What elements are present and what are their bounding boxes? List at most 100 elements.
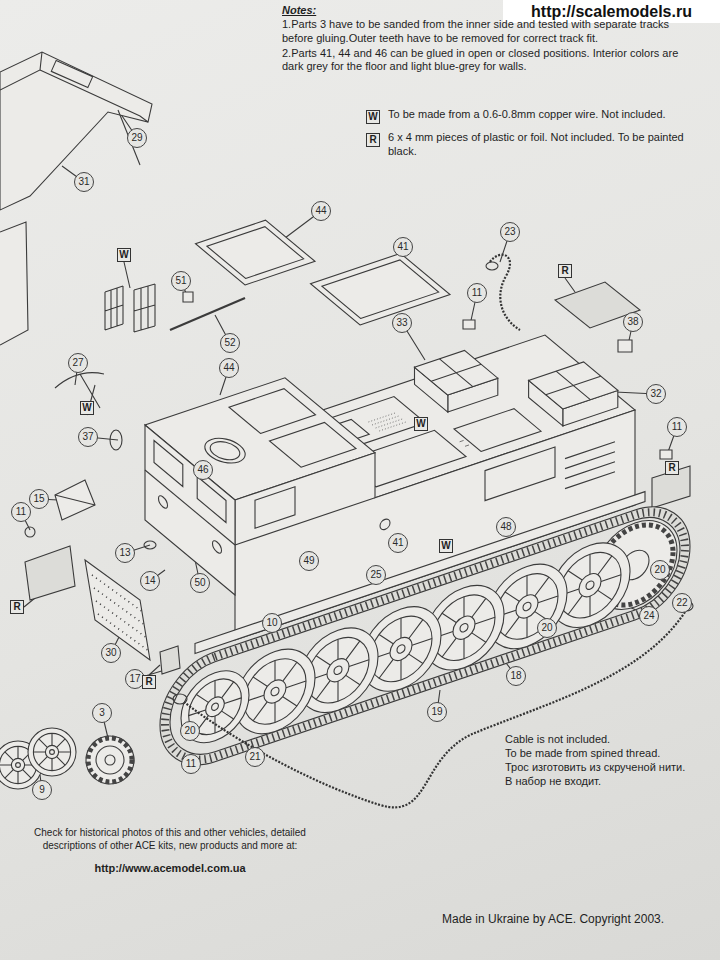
- small-parts: [55, 495, 95, 505]
- hatch-panel: [311, 253, 451, 325]
- wire-grille: [134, 284, 155, 332]
- hatch-panel: [196, 220, 316, 285]
- callout-number: 20: [650, 560, 670, 580]
- callout-number: 10: [262, 613, 282, 633]
- legend-marker: W: [366, 110, 380, 124]
- callout-number: 31: [74, 172, 94, 192]
- legend-text: To be made from a 0.6-0.8mm copper wire.…: [388, 108, 708, 122]
- part-marker: W: [439, 539, 453, 553]
- legend-marker: R: [366, 133, 380, 147]
- jerry-can: [431, 359, 481, 387]
- hatch-panel: [322, 260, 439, 319]
- small-parts: [618, 340, 632, 352]
- part-marker: R: [665, 461, 679, 475]
- front-plate: [92, 575, 149, 651]
- hull-side: [235, 365, 635, 640]
- wire-grille: [105, 284, 155, 332]
- small-parts: [25, 527, 35, 537]
- note-text: 1.Parts 3 have to be sanded from the inn…: [282, 18, 700, 46]
- part-marker: W: [414, 417, 428, 431]
- callout-number: 21: [245, 747, 265, 767]
- tow-cable: [173, 694, 187, 704]
- hatch-panel: [207, 227, 304, 279]
- callout-number: 20: [537, 618, 557, 638]
- hull-side: [485, 447, 555, 501]
- cable-note: В набор не входит.: [505, 775, 601, 789]
- hull-front: [145, 425, 235, 595]
- hull-side: [235, 498, 375, 545]
- leader-lines: [21, 110, 677, 790]
- hull-front: [197, 477, 226, 523]
- callout-number: 18: [506, 666, 526, 686]
- hull-deck: [368, 413, 407, 431]
- callout-number: 44: [219, 358, 239, 378]
- part-marker: R: [10, 600, 24, 614]
- part-marker: W: [117, 248, 131, 262]
- callout-number: 41: [388, 533, 408, 553]
- loose-wheels: [96, 746, 124, 774]
- flap-piece: [25, 546, 75, 600]
- callout-number: 46: [193, 460, 213, 480]
- running-gear: [160, 476, 690, 780]
- tow-cable: [486, 262, 498, 270]
- callout-number: 15: [29, 489, 49, 509]
- callout-number: 11: [11, 502, 31, 522]
- small-parts: [110, 430, 122, 450]
- hull-side: [255, 487, 295, 529]
- callout-number: 3: [92, 703, 112, 723]
- footer-note: Check for historical photos of this and …: [22, 826, 318, 852]
- legend-text: 6 x 4 mm pieces of plastic or foil. Not …: [388, 131, 688, 159]
- loose-wheels: [28, 728, 76, 776]
- callout-number: 23: [500, 222, 520, 242]
- jerry-can: [415, 350, 498, 412]
- tow-cable: [184, 612, 685, 807]
- hull-part-drawing: [40, 70, 148, 122]
- hull-side: [380, 518, 390, 531]
- loose-wheels: [86, 736, 134, 784]
- callout-number: 50: [190, 573, 210, 593]
- callout-number: 14: [140, 571, 160, 591]
- callout-number: 32: [646, 384, 666, 404]
- callout-number: 33: [392, 313, 412, 333]
- jerry-can: [546, 371, 601, 400]
- hull-part-drawing: [51, 60, 92, 87]
- callout-number: 13: [115, 543, 135, 563]
- part-marker: R: [142, 675, 156, 689]
- hull-part-drawing: [0, 52, 152, 210]
- cab-roof: [229, 389, 316, 434]
- small-parts: [170, 298, 245, 330]
- hull-side: [565, 442, 615, 489]
- tow-cable: [173, 255, 693, 808]
- callout-number: 11: [667, 417, 687, 437]
- jerry-can: [529, 362, 618, 409]
- website-link: http://www.acemodel.com.ua: [22, 862, 318, 875]
- hull-side: [235, 365, 635, 640]
- hull-deck: [460, 440, 469, 446]
- callout-number: 25: [366, 565, 386, 585]
- notes-heading: Notes:: [282, 4, 402, 17]
- callout-number: 24: [639, 606, 659, 626]
- callout-number: 49: [299, 551, 319, 571]
- cab-roof: [204, 439, 246, 463]
- callout-number: 48: [496, 517, 516, 537]
- cable-note: Cable is not included.: [505, 733, 610, 747]
- small-parts: [144, 541, 156, 549]
- callout-number: 11: [467, 283, 487, 303]
- hatch-panel: [311, 253, 451, 325]
- hull-part-drawing: [0, 222, 28, 345]
- hull-front: [159, 493, 168, 511]
- flap-piece: [25, 282, 690, 674]
- callout-number: 37: [78, 427, 98, 447]
- callout-number: 38: [623, 312, 643, 332]
- hull-part-drawing: [0, 52, 42, 90]
- hull-front: [154, 441, 183, 487]
- hull-part-drawing: [0, 52, 152, 345]
- callout-number: 41: [393, 237, 413, 257]
- loose-wheels: [0, 728, 134, 789]
- jerry-can: [415, 350, 498, 395]
- note-text: 2.Parts 41, 44 and 46 can be glued in op…: [282, 47, 700, 75]
- hull-front: [145, 470, 235, 545]
- copyright-note: Made in Ukraine by ACE. Copyright 2003.: [442, 912, 664, 926]
